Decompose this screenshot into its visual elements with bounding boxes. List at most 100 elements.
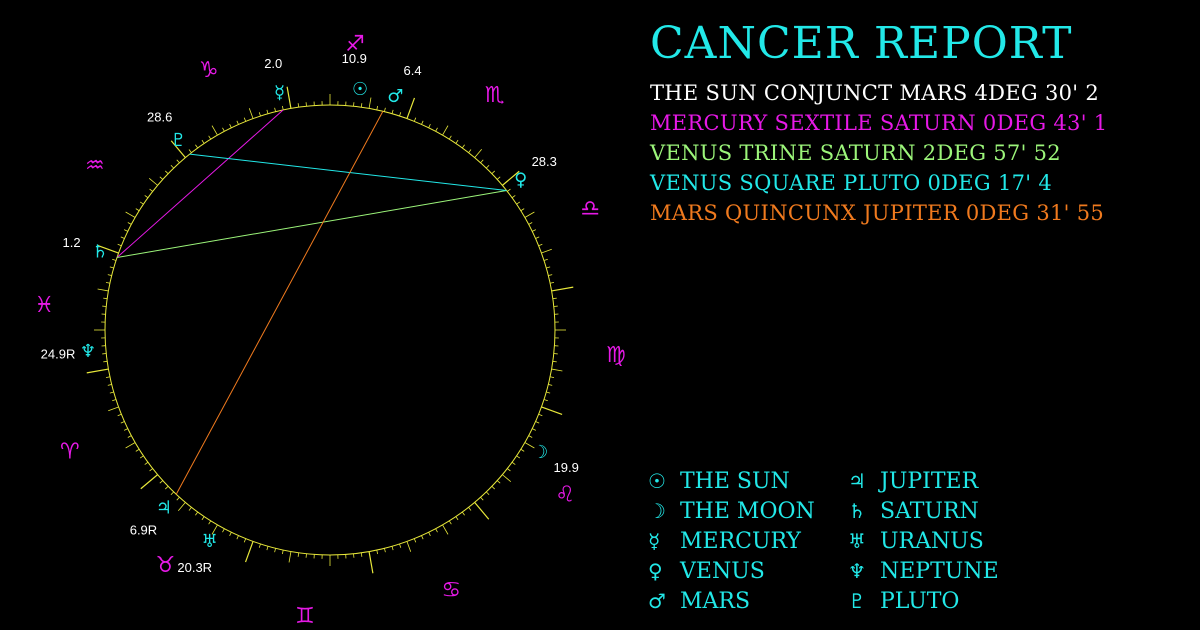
degree-tick bbox=[135, 448, 140, 452]
degree-tick bbox=[170, 491, 174, 496]
degree-tick bbox=[144, 461, 149, 465]
degree-tick bbox=[486, 164, 490, 169]
degree-tick bbox=[107, 274, 112, 276]
degree-tick bbox=[297, 552, 300, 557]
legend-item: ♃ JUPITER bbox=[848, 466, 1028, 496]
degree-tick bbox=[201, 139, 205, 144]
degree-tick bbox=[391, 546, 394, 551]
legend-label: JUPITER bbox=[880, 468, 979, 494]
mercury-icon: ☿ bbox=[648, 529, 661, 553]
degree-tick bbox=[159, 176, 164, 180]
degree-tick bbox=[406, 97, 416, 119]
degree-tick bbox=[164, 170, 169, 174]
degree-tick bbox=[538, 243, 543, 247]
planet-degree-label: 10.9 bbox=[342, 51, 367, 66]
saturn-icon: ♄︎ bbox=[92, 242, 108, 263]
aspect-item: MARS QUINCUNX JUPITER 0DEG 31' 55 bbox=[650, 201, 1105, 225]
legend-label: NEPTUNE bbox=[880, 558, 999, 584]
legend-item: ♀VENUS bbox=[648, 556, 848, 586]
degree-tick bbox=[546, 391, 551, 394]
degree-tick bbox=[177, 502, 186, 512]
degree-tick bbox=[535, 236, 540, 239]
degree-tick bbox=[486, 491, 490, 496]
planet-degree-label: 19.9 bbox=[554, 460, 579, 475]
moon-icon: ☽ bbox=[648, 499, 666, 523]
legend-item: ♂ MARS bbox=[648, 586, 848, 616]
uranus-icon: ♅ bbox=[848, 529, 866, 553]
degree-tick bbox=[109, 391, 114, 394]
degree-tick bbox=[491, 486, 496, 490]
degree-tick bbox=[448, 520, 452, 525]
degree-tick bbox=[266, 109, 269, 114]
degree-tick bbox=[360, 103, 363, 108]
degree-tick bbox=[159, 480, 164, 484]
jupiter-icon: ♃ bbox=[848, 469, 866, 493]
degree-tick bbox=[546, 266, 551, 269]
gemini-icon: ♊︎ bbox=[295, 604, 315, 629]
degree-tick bbox=[97, 288, 109, 292]
degree-tick bbox=[170, 140, 186, 159]
jupiter-icon: ♃︎ bbox=[156, 497, 172, 518]
degree-tick bbox=[274, 548, 276, 553]
natal-chart-wheel: ♈︎♉︎♊︎♋︎♌︎♍︎♎︎♏︎♐︎♑︎♒︎♓︎☉︎10.9♂︎6.4☿︎2.0… bbox=[34, 32, 626, 629]
degree-tick bbox=[258, 112, 261, 117]
degree-tick bbox=[511, 461, 516, 465]
degree-tick bbox=[455, 516, 459, 521]
degree-tick bbox=[236, 120, 239, 125]
degree-tick bbox=[148, 177, 158, 186]
venus-icon: ♀ bbox=[648, 559, 663, 583]
legend-label: MERCURY bbox=[680, 528, 801, 554]
degree-tick bbox=[384, 107, 386, 112]
degree-tick bbox=[474, 501, 490, 520]
degree-tick bbox=[376, 550, 379, 555]
degree-tick bbox=[435, 127, 438, 132]
degree-tick bbox=[552, 297, 557, 300]
degree-tick bbox=[229, 124, 232, 128]
degree-tick bbox=[455, 139, 459, 144]
aries-icon: ♈︎ bbox=[60, 439, 80, 464]
degree-tick bbox=[543, 399, 548, 402]
neptune-icon: ♆︎ bbox=[80, 341, 96, 362]
degree-tick bbox=[528, 222, 533, 225]
degree-tick bbox=[399, 543, 402, 548]
degree-tick bbox=[112, 399, 117, 402]
degree-tick bbox=[258, 543, 261, 548]
legend-label: PLUTO bbox=[880, 588, 960, 614]
degree-tick bbox=[149, 188, 153, 192]
taurus-icon: ♉︎ bbox=[156, 553, 176, 578]
pluto-icon: ♇ bbox=[848, 589, 866, 613]
degree-tick bbox=[507, 468, 511, 472]
degree-tick bbox=[551, 286, 574, 292]
degree-tick bbox=[507, 188, 511, 192]
degree-tick bbox=[105, 376, 110, 379]
aspect-line bbox=[116, 190, 507, 258]
degree-tick bbox=[108, 406, 119, 412]
scorpio-icon: ♏︎ bbox=[485, 83, 505, 108]
degree-tick bbox=[244, 541, 254, 563]
degree-tick bbox=[127, 435, 132, 438]
degree-tick bbox=[474, 148, 483, 158]
degree-tick bbox=[480, 159, 484, 164]
degree-tick bbox=[543, 258, 548, 261]
leo-icon: ♌︎ bbox=[555, 483, 575, 508]
degree-tick bbox=[103, 297, 108, 300]
degree-tick bbox=[368, 97, 372, 109]
neptune-icon: ♆ bbox=[848, 559, 866, 583]
libra-icon: ♎︎ bbox=[580, 197, 600, 222]
degree-tick bbox=[520, 448, 525, 452]
degree-tick bbox=[120, 236, 125, 239]
sun-icon: ☉︎ bbox=[352, 79, 368, 100]
degree-tick bbox=[195, 511, 199, 516]
legend-label: MARS bbox=[680, 588, 751, 614]
legend-item: ☽THE MOON bbox=[648, 496, 848, 526]
legend-item: ♄SATURN bbox=[848, 496, 1028, 526]
degree-tick bbox=[125, 442, 136, 449]
degree-tick bbox=[368, 551, 374, 574]
degree-tick bbox=[117, 413, 122, 417]
degree-tick bbox=[236, 535, 239, 540]
degree-tick bbox=[201, 516, 205, 521]
saturn-icon: ♄ bbox=[848, 499, 866, 523]
degree-tick bbox=[406, 541, 412, 552]
planet-degree-label: 6.4 bbox=[404, 63, 422, 78]
mars-icon: ♂ bbox=[648, 589, 666, 613]
